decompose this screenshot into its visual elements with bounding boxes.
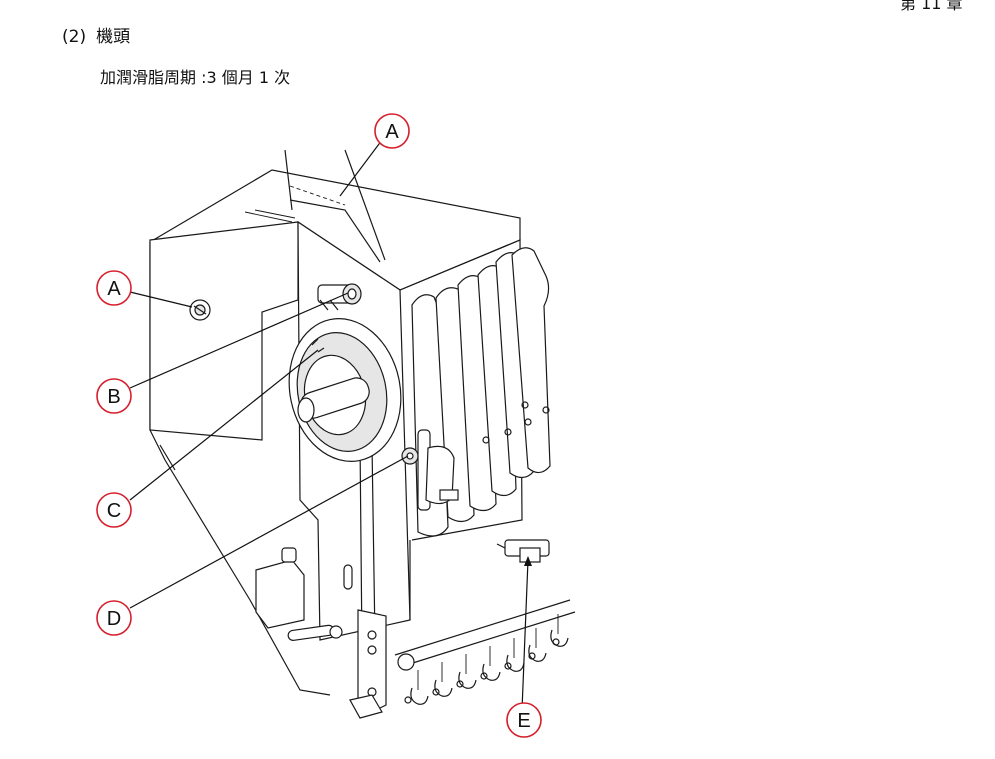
callout-c: C <box>96 492 132 528</box>
callout-e: E <box>506 702 542 738</box>
lower-mechanism <box>255 547 576 719</box>
callout-d-label: D <box>107 608 121 630</box>
section-heading: (2) 機頭 <box>62 22 130 47</box>
callout-a-left-label: A <box>107 278 121 300</box>
grease-point-d <box>401 429 459 511</box>
grease-point-e <box>496 539 550 563</box>
section-number: (2) <box>62 27 87 47</box>
callout-a-top: A <box>374 113 410 149</box>
lubrication-period: 加潤滑脂周期 :3 個月 1 次 <box>100 68 291 87</box>
callout-e-label: E <box>517 710 530 732</box>
callout-b: B <box>96 378 132 414</box>
chapter-label: 第 11 章 <box>900 0 963 13</box>
callout-a-left: A <box>96 270 132 306</box>
callout-b-label: B <box>107 386 120 408</box>
callout-d: D <box>96 600 132 636</box>
callout-c-label: C <box>107 500 121 522</box>
leader-lines <box>129 139 532 711</box>
grease-point-b <box>317 283 362 311</box>
callout-a-top-label: A <box>385 121 399 143</box>
grease-point-a-side <box>189 299 211 321</box>
handwheel <box>288 318 402 462</box>
section-title: 機頭 <box>96 27 131 47</box>
